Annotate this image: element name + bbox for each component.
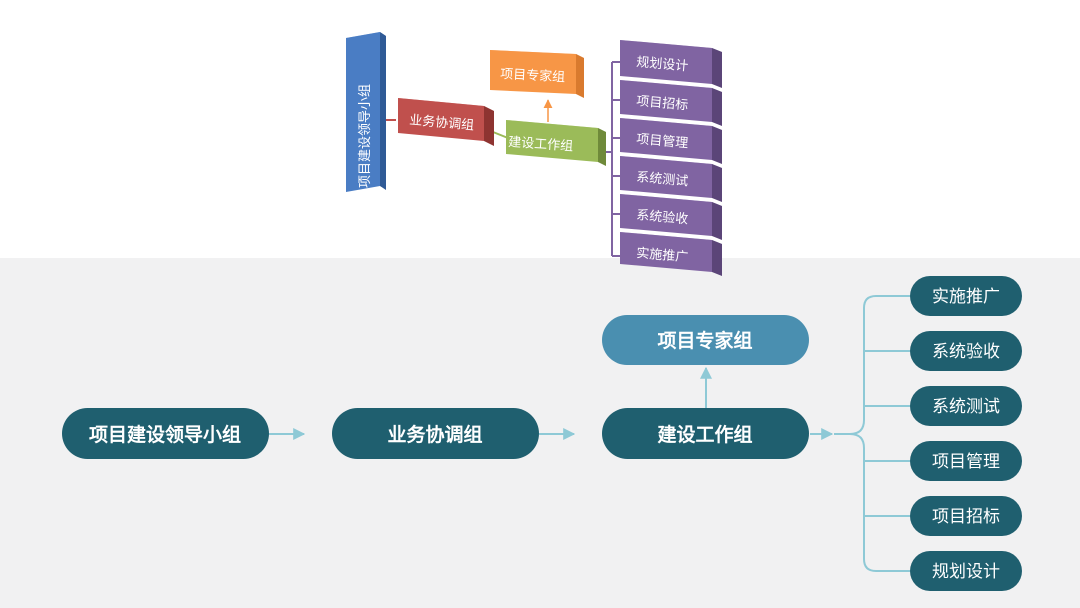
legacy-expert-label: 项目专家组	[500, 66, 566, 85]
flow-leader-label: 项目建设领导小组	[89, 423, 241, 446]
legacy-task-box: 项目招标	[620, 80, 722, 126]
flow-expert-node: 项目专家组	[602, 315, 809, 365]
flow-task-label: 实施推广	[932, 287, 1000, 307]
flow-task-node: 项目招标	[910, 496, 1022, 536]
flow-work-label: 建设工作组	[657, 423, 752, 446]
flow-task-node: 规划设计	[910, 551, 1022, 591]
flow-coord-node: 业务协调组	[332, 408, 539, 459]
flow-task-tree	[834, 295, 910, 572]
legacy-coord-box: 业务协调组	[398, 98, 494, 146]
legacy-task-label: 系统验收	[636, 207, 689, 227]
legacy-task-stack: 规划设计 项目招标 项目管理 系统测试	[620, 40, 722, 276]
legacy-work-label: 建设工作组	[508, 135, 574, 154]
flow-diagram: 项目建设领导小组 业务协调组 建设工作组 项目专家组 实施推广 系统验收 系统测…	[62, 276, 1022, 591]
flow-task-label: 系统测试	[932, 397, 1000, 417]
flow-task-node: 项目管理	[910, 441, 1022, 481]
flow-expert-label: 项目专家组	[657, 329, 752, 352]
legacy-task-box: 实施推广	[620, 232, 722, 276]
legacy-task-label: 规划设计	[636, 55, 689, 74]
legacy-diagram: 项目建设领导小组 业务协调组 项目专家组 建设工作组	[346, 32, 722, 276]
legacy-expert-box: 项目专家组	[490, 50, 584, 98]
legacy-coord-label: 业务协调组	[409, 112, 475, 134]
flow-task-label: 系统验收	[932, 342, 1000, 362]
legacy-task-box: 系统验收	[620, 194, 722, 240]
flow-task-label: 规划设计	[932, 562, 1000, 582]
legacy-task-box: 项目管理	[620, 118, 722, 164]
legacy-task-label: 项目招标	[636, 94, 689, 113]
legacy-task-box: 系统测试	[620, 156, 722, 202]
flow-work-node: 建设工作组	[602, 408, 809, 459]
legacy-task-label: 实施推广	[636, 246, 689, 265]
legacy-task-label: 项目管理	[636, 132, 689, 151]
flow-task-node: 系统验收	[910, 331, 1022, 371]
legacy-leader-box: 项目建设领导小组	[346, 32, 386, 192]
legacy-task-box: 规划设计	[620, 40, 722, 88]
legacy-work-box: 建设工作组	[506, 120, 606, 166]
flow-task-label: 项目管理	[932, 452, 1000, 472]
flow-task-node: 实施推广	[910, 276, 1022, 316]
flow-task-node: 系统测试	[910, 386, 1022, 426]
flow-task-label: 项目招标	[932, 507, 1000, 527]
legacy-task-label: 系统测试	[636, 170, 689, 189]
legacy-leader-label: 项目建设领导小组	[358, 84, 373, 188]
flow-coord-label: 业务协调组	[387, 423, 482, 446]
flow-leader-node: 项目建设领导小组	[62, 408, 269, 459]
